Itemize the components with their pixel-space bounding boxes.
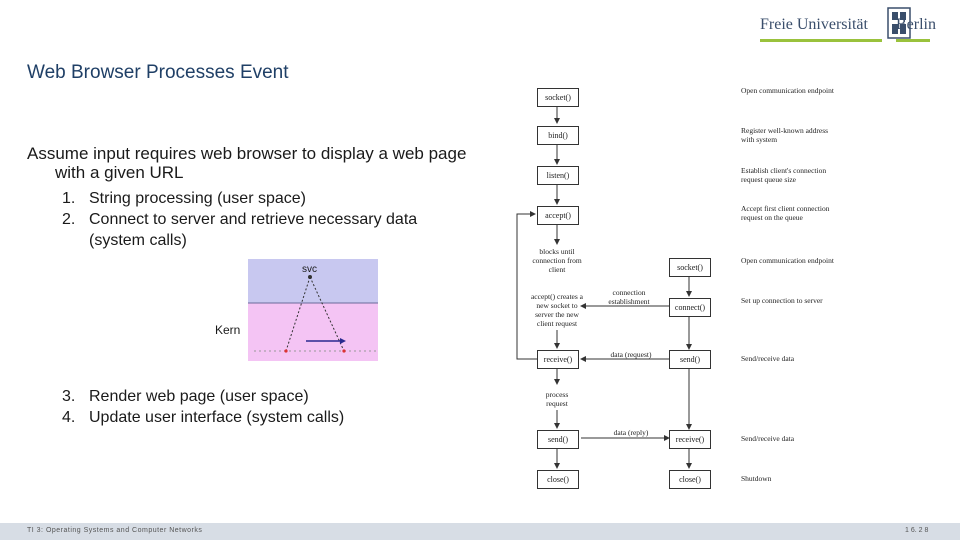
client-connect-box: connect() <box>669 298 711 317</box>
server-accept-box: accept() <box>537 206 579 225</box>
slide-title: Web Browser Processes Event <box>27 62 289 83</box>
footer-bar <box>0 523 960 540</box>
syscall-figure: svc <box>248 259 378 361</box>
step-text: Update user interface (system calls) <box>89 409 345 426</box>
step-number: 4. <box>62 409 76 426</box>
intro-paragraph: Assume input requires web browser to dis… <box>27 144 467 182</box>
socket-diagram: socket() bind() listen() accept() receiv… <box>505 82 845 492</box>
server-receive-box: receive() <box>537 350 579 369</box>
process-note: process request <box>545 390 569 408</box>
logo-rule-left <box>760 39 882 42</box>
server-listen-box: listen() <box>537 166 579 185</box>
kernel-space-band <box>248 303 378 361</box>
request-note: data (request) <box>610 350 652 359</box>
step-number: 2. <box>62 211 76 228</box>
server-bind-box: bind() <box>537 126 579 145</box>
note-shutdown: Shutdown <box>741 474 772 483</box>
note-send-receive-1: Send/receive data <box>741 354 795 363</box>
note-accept: Accept first client connection request o… <box>741 204 830 222</box>
step-text: Render web page (user space) <box>89 388 309 405</box>
blocks-note: blocks until connection from client <box>532 247 582 274</box>
svc-label: svc <box>302 264 317 275</box>
note-bind: Register well-known address with system <box>741 126 829 144</box>
list-item: 2. Connect to server and retrieve necessa… <box>62 209 472 251</box>
list-item: 3. Render web page (user space) <box>62 386 472 407</box>
client-close-box: close() <box>669 470 711 489</box>
steps-list-a: 1. String processing (user space) 2. Conne… <box>62 188 472 251</box>
list-item: 1. String processing (user space) <box>62 188 472 209</box>
client-receive-box: receive() <box>669 430 711 449</box>
footer-page-number: 1 6. 2 8 <box>905 527 929 534</box>
intro-text: Assume input requires web browser to dis… <box>27 144 467 182</box>
note-connect: Set up connection to server <box>741 296 823 305</box>
seal-icon <box>887 7 911 39</box>
server-close-box: close() <box>537 470 579 489</box>
connection-note: connection establishment <box>608 288 650 306</box>
note-socket: Open communication endpoint <box>741 86 834 95</box>
step-text: Connect to server and retrieve necessary… <box>89 211 418 249</box>
note-client-socket: Open communication endpoint <box>741 256 834 265</box>
logo-rule-right <box>896 39 930 42</box>
list-item: 4. Update user interface (system calls) <box>62 407 472 428</box>
server-send-box: send() <box>537 430 579 449</box>
kern-label: Kern <box>215 323 241 337</box>
step-number: 1. <box>62 190 76 207</box>
syscall-diagram <box>248 259 378 361</box>
university-logo: Freie Universität Berlin <box>760 6 936 44</box>
server-socket-box: socket() <box>537 88 579 107</box>
note-send-receive-2: Send/receive data <box>741 434 795 443</box>
note-listen: Establish client's connection request qu… <box>741 166 827 184</box>
client-socket-box: socket() <box>669 258 711 277</box>
step-text: String processing (user space) <box>89 190 306 207</box>
user-space-band <box>248 259 378 303</box>
diagram-arrows <box>516 105 692 469</box>
accept-note: accept() creates a new socket to server … <box>530 292 584 328</box>
step-number: 3. <box>62 388 76 405</box>
steps-list-b: 3. Render web page (user space) 4. Update … <box>62 386 472 428</box>
footer-course: TI 3: Operating Systems and Computer Net… <box>27 527 203 534</box>
client-send-box: send() <box>669 350 711 369</box>
reply-note: data (reply) <box>613 428 649 437</box>
logo-text-left: Freie Universität <box>760 16 868 33</box>
logo-text-right: Berlin <box>896 16 936 33</box>
